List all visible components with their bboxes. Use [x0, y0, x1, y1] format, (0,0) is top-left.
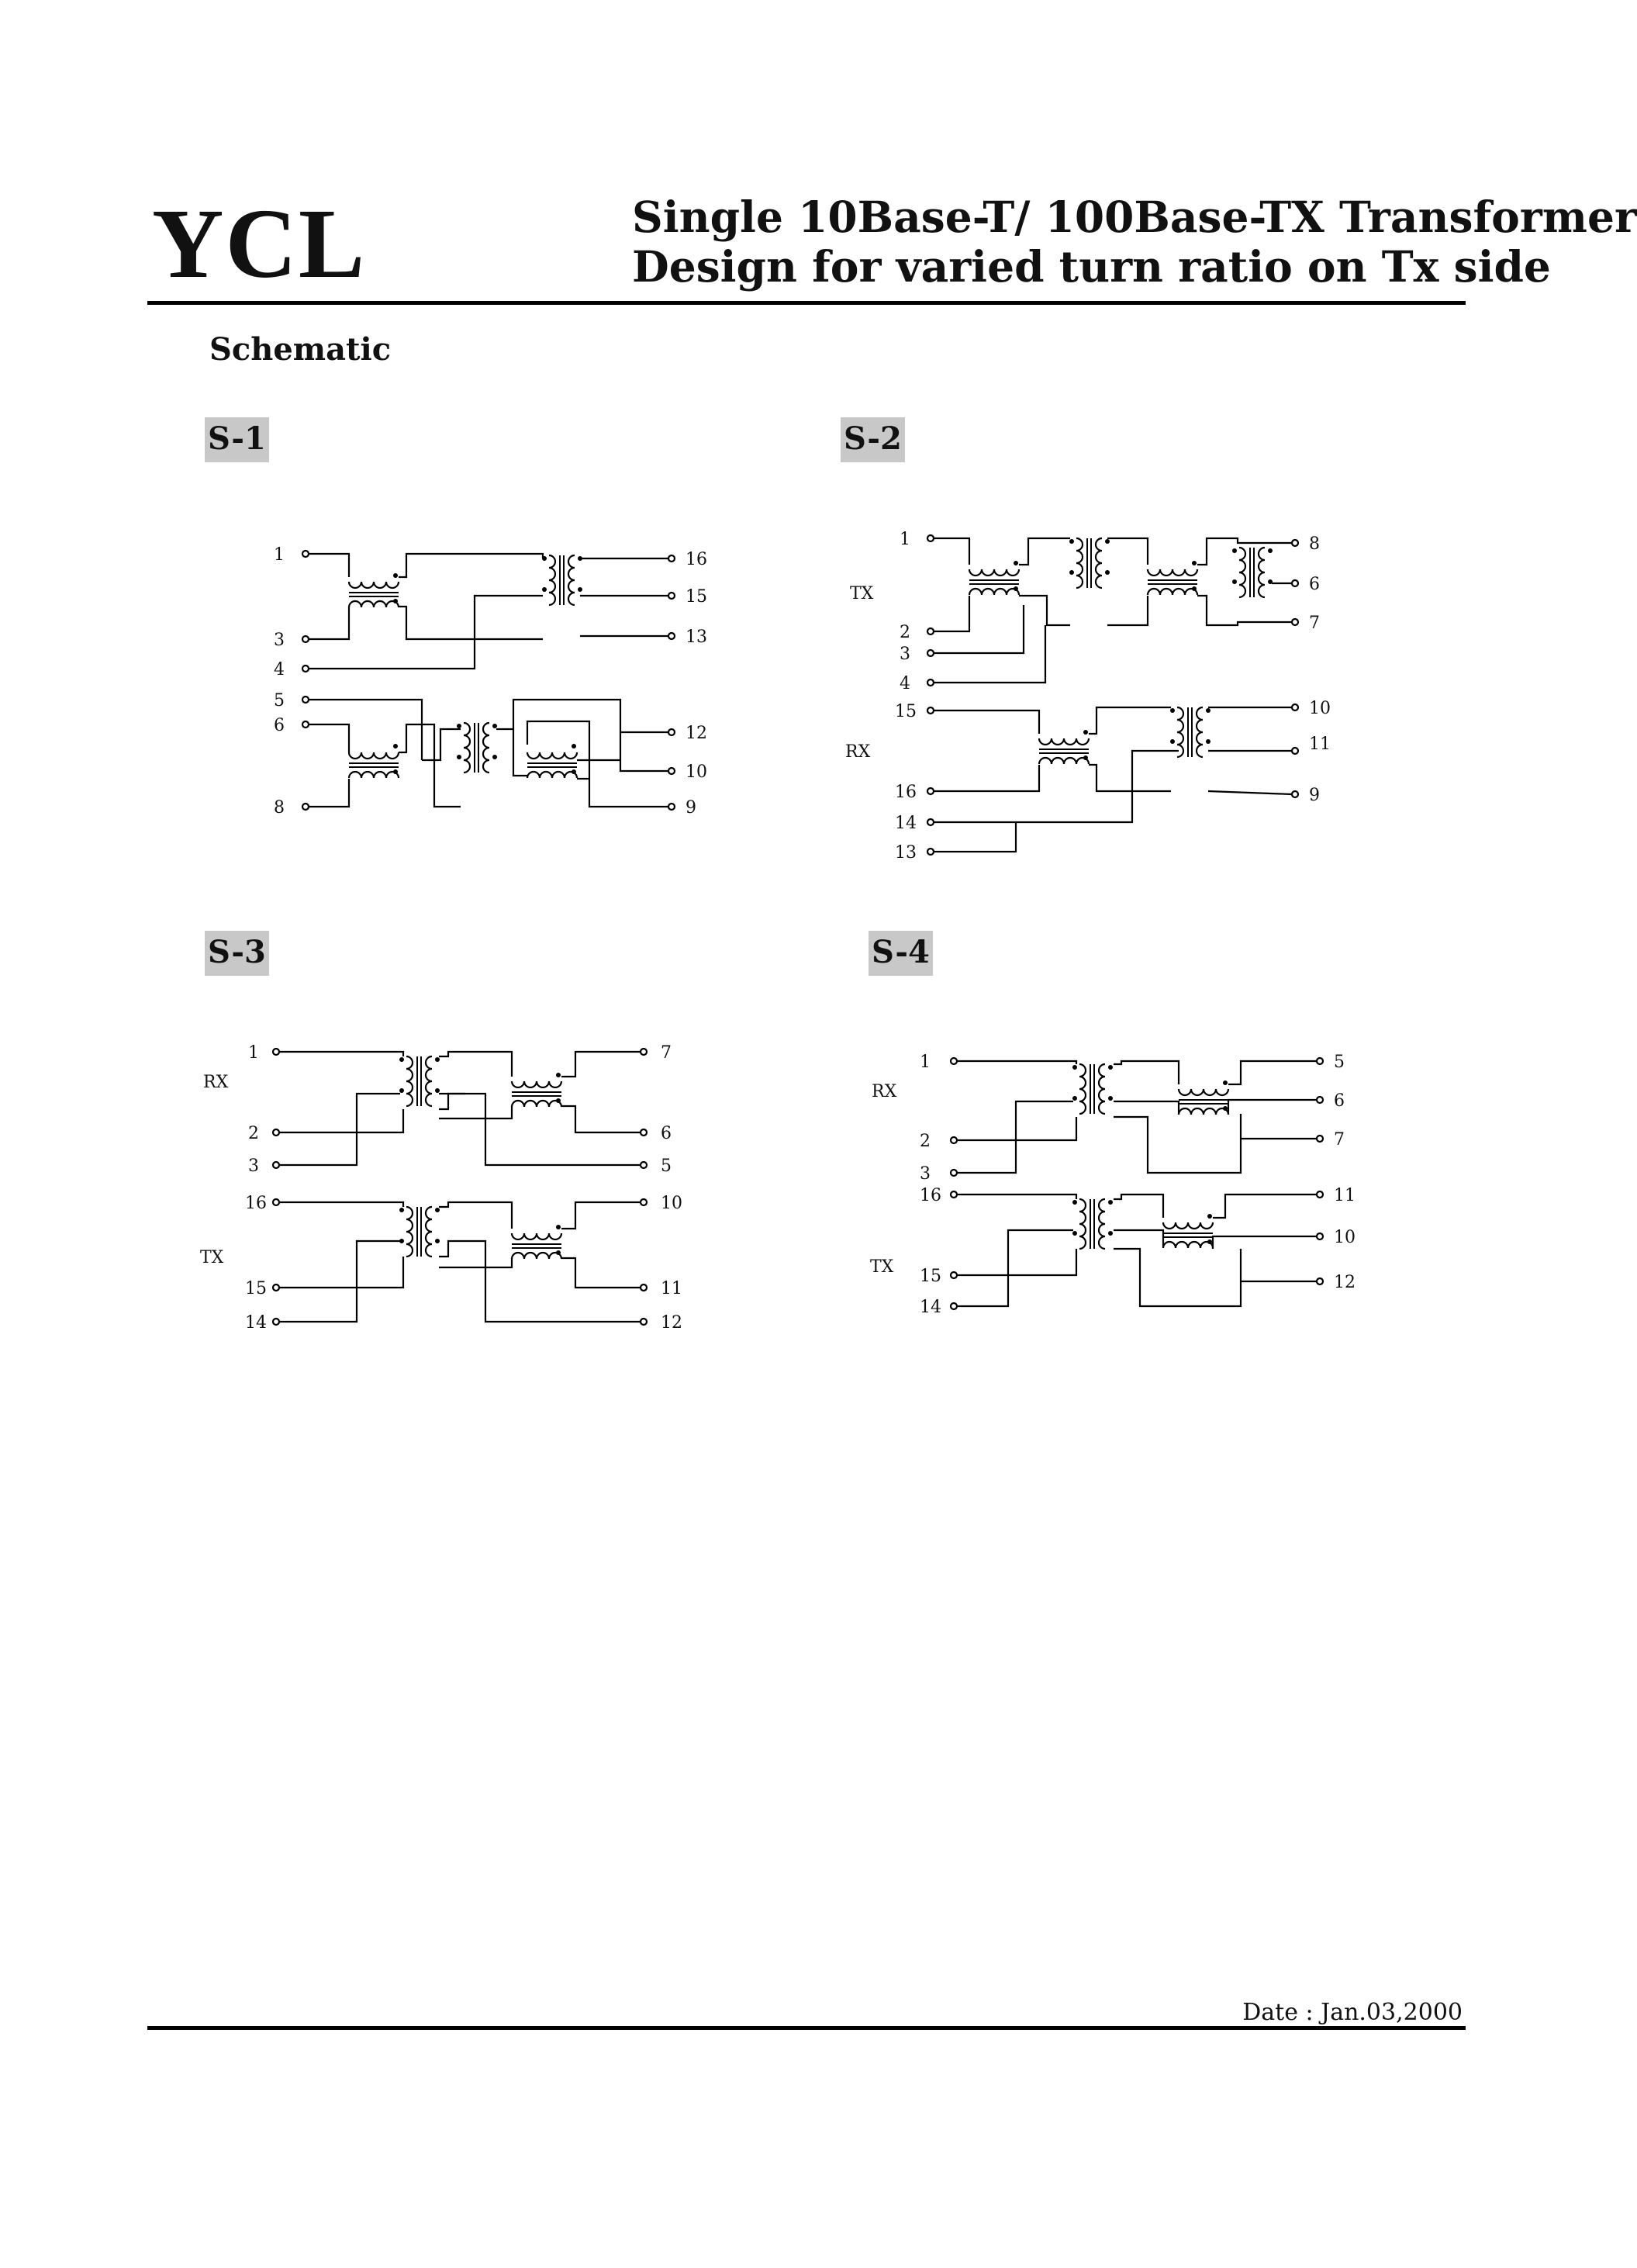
- s4-side-rx: RX: [872, 1082, 897, 1101]
- s4-side-tx: TX: [870, 1257, 894, 1277]
- schematic-label-s1: S-1: [205, 417, 269, 462]
- s3-pin-16: 16: [245, 1194, 267, 1213]
- s2-pin-3: 3: [900, 645, 910, 664]
- s2-pin-9: 9: [1309, 786, 1320, 805]
- schematic-s4-pins: 1 RX 2 3 16 TX 15 14 5 6 7 11 10 12: [870, 1053, 1356, 1317]
- s1-pin-16: 16: [686, 550, 707, 569]
- s2-pin-10: 10: [1309, 699, 1331, 718]
- s1-pin-8: 8: [274, 798, 285, 818]
- schematic-s4: [949, 1056, 1324, 1311]
- brand-logo: YCL: [152, 188, 367, 299]
- s3-pin-2: 2: [248, 1124, 259, 1143]
- section-heading: Schematic: [209, 331, 392, 368]
- header-rule: [147, 301, 1466, 305]
- s1-pin-15: 15: [686, 587, 707, 607]
- s4-pin-3: 3: [920, 1164, 931, 1184]
- s4-pin-5: 5: [1334, 1053, 1345, 1072]
- s2-pin-14: 14: [895, 814, 917, 833]
- document-title-line-2: Design for varied turn ratio on Tx side: [632, 241, 1551, 292]
- s3-pin-14: 14: [245, 1313, 267, 1333]
- s4-pin-16: 16: [920, 1186, 941, 1205]
- s1-pin-12: 12: [686, 724, 707, 743]
- s2-pin-1: 1: [900, 530, 910, 549]
- s3-pin-12: 12: [661, 1313, 682, 1333]
- schematic-s3-pins: 1 RX 2 3 16 TX 15 14 7 6 5 10 11 12: [200, 1043, 682, 1333]
- s3-pin-10: 10: [661, 1194, 682, 1213]
- footer-rule: [147, 2026, 1466, 2030]
- s1-pin-3: 3: [274, 631, 285, 650]
- s1-pin-10: 10: [686, 762, 707, 782]
- s4-pin-10: 10: [1334, 1228, 1356, 1247]
- s3-side-rx: RX: [203, 1073, 229, 1092]
- s2-side-tx: TX: [850, 584, 874, 603]
- schematic-drawings: 1 3 4 5 6 8 16 15 13 12 10 9: [200, 530, 1356, 1333]
- s2-pin-6: 6: [1309, 575, 1320, 594]
- s2-pin-11: 11: [1309, 735, 1331, 754]
- s3-pin-6: 6: [661, 1124, 672, 1143]
- schematic-label-s4: S-4: [869, 931, 933, 976]
- schematic-s2: [926, 534, 1300, 856]
- s2-pin-2: 2: [900, 623, 910, 642]
- s2-pin-15: 15: [895, 702, 917, 721]
- s2-pin-16: 16: [895, 783, 917, 802]
- schematic-s2-pins: 1 TX 2 3 4 15 RX 16 14 13 8 6 7 10 11 9: [845, 530, 1331, 863]
- s1-pin-5: 5: [274, 691, 285, 710]
- schematic-s1-pins: 1 3 4 5 6 8 16 15 13 12 10 9: [274, 545, 707, 818]
- s2-pin-4: 4: [900, 674, 910, 693]
- s1-pin-4: 4: [274, 660, 285, 679]
- s3-pin-11: 11: [661, 1279, 682, 1298]
- document-title-line-1: Single 10Base-T/ 100Base-TX Transformer: [632, 192, 1637, 242]
- s4-pin-15: 15: [920, 1267, 941, 1286]
- s1-pin-1: 1: [274, 545, 285, 565]
- s3-side-tx: TX: [200, 1248, 224, 1267]
- s4-pin-2: 2: [920, 1132, 931, 1151]
- s3-pin-5: 5: [661, 1156, 672, 1176]
- s2-side-rx: RX: [845, 742, 871, 762]
- s4-pin-14: 14: [920, 1298, 941, 1317]
- s2-pin-8: 8: [1309, 534, 1320, 554]
- s4-pin-7: 7: [1334, 1130, 1345, 1150]
- s4-pin-6: 6: [1334, 1091, 1345, 1111]
- s3-pin-7: 7: [661, 1043, 672, 1063]
- schematic-s1: [301, 549, 676, 811]
- s2-pin-7: 7: [1309, 614, 1320, 633]
- schematic-label-s2: S-2: [841, 417, 905, 462]
- s3-pin-3: 3: [248, 1156, 259, 1176]
- document-date: Date : Jan.03,2000: [1242, 1999, 1463, 2026]
- schematic-label-s3: S-3: [205, 931, 269, 976]
- s2-pin-13: 13: [895, 843, 917, 863]
- s1-pin-6: 6: [274, 716, 285, 735]
- s3-pin-15: 15: [245, 1279, 267, 1298]
- s3-pin-1: 1: [248, 1043, 259, 1063]
- s1-pin-13: 13: [686, 628, 707, 647]
- s4-pin-11: 11: [1334, 1186, 1356, 1205]
- schematic-s3: [271, 1047, 648, 1326]
- s4-pin-12: 12: [1334, 1273, 1356, 1292]
- s1-pin-9: 9: [686, 798, 696, 818]
- s4-pin-1: 1: [920, 1053, 931, 1072]
